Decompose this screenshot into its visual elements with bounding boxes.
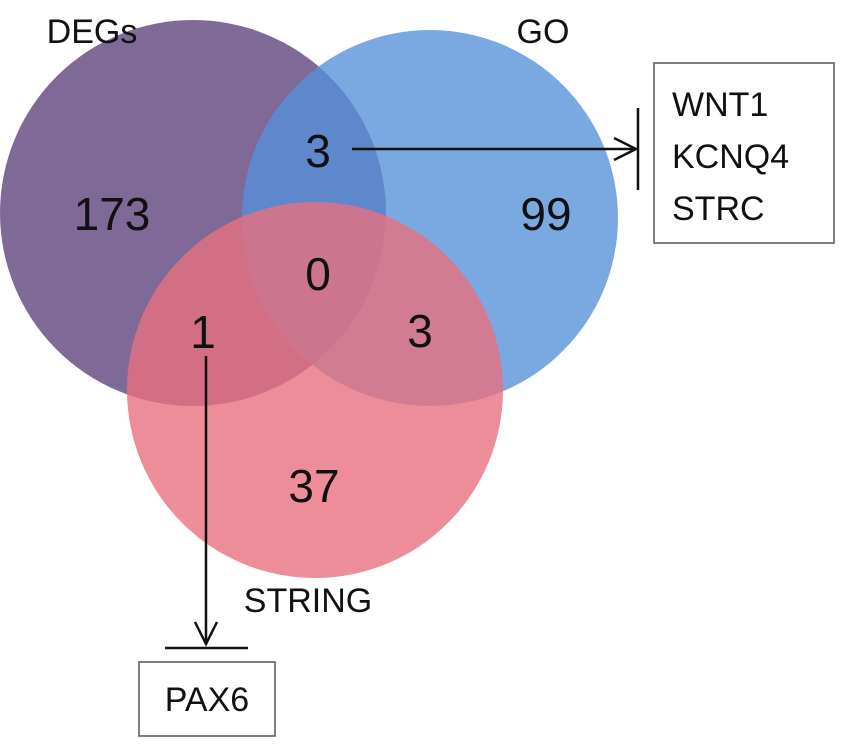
degs-string-gene-box — [138, 661, 276, 737]
count-degs-only: 173 — [74, 188, 151, 240]
count-go-string: 3 — [407, 305, 433, 357]
string-set-label: STRING — [244, 582, 372, 620]
degs-go-gene-box — [653, 62, 835, 244]
gene-kcnq4: KCNQ4 — [672, 138, 789, 176]
string-circle — [127, 202, 503, 578]
degs-set-label: DEGs — [47, 13, 138, 51]
gene-wnt1: WNT1 — [672, 86, 768, 124]
go-set-label: GO — [517, 13, 570, 51]
count-all-three: 0 — [305, 248, 331, 300]
count-go-only: 99 — [520, 188, 571, 240]
count-string-only: 37 — [288, 460, 339, 512]
count-degs-go: 3 — [305, 125, 331, 177]
degs-string-arrow-head — [193, 621, 219, 647]
count-degs-string: 1 — [190, 306, 216, 358]
gene-pax6: PAX6 — [165, 681, 249, 719]
degs-go-arrow-head — [613, 136, 639, 162]
gene-strc: STRC — [672, 190, 765, 228]
